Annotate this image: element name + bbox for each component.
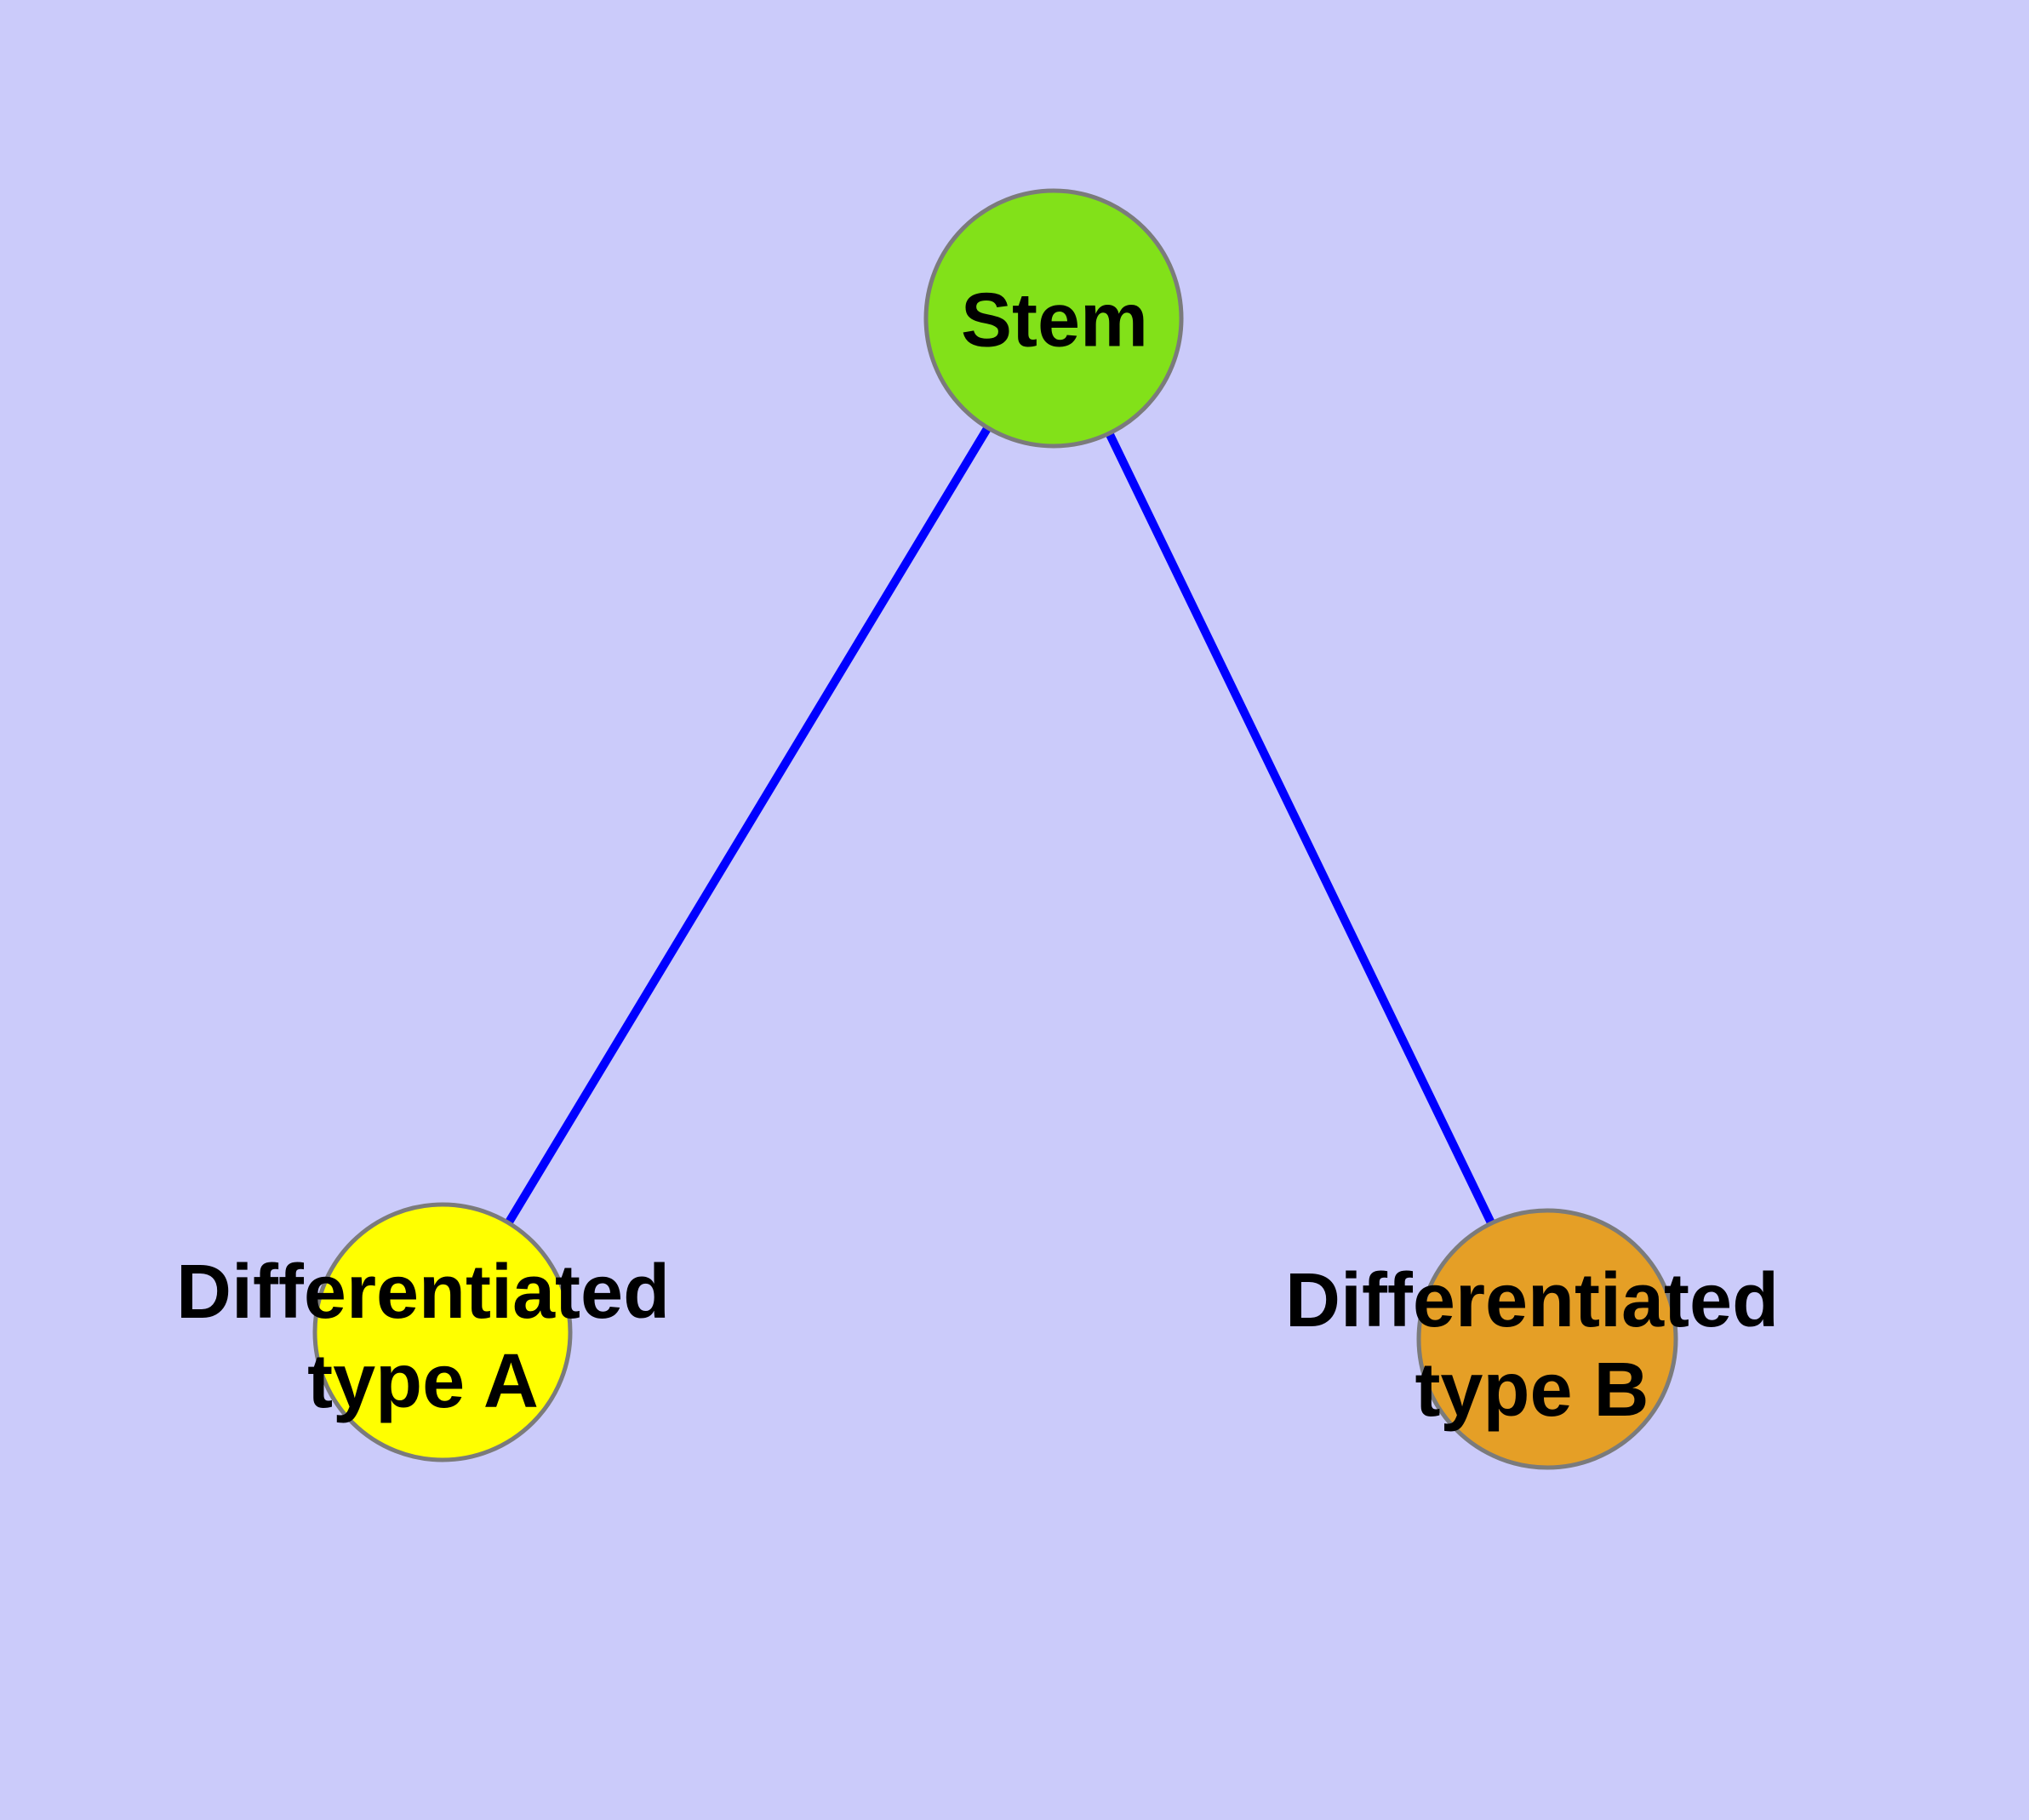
node-differentiated-type-a-label-line2: type A bbox=[307, 1339, 539, 1424]
edge-stem-to-type-a bbox=[438, 316, 1058, 1335]
edge-stem-to-type-b bbox=[1049, 316, 1552, 1342]
node-stem-label: Stem bbox=[961, 277, 1148, 366]
node-differentiated-type-a-label-line1: Differentiated bbox=[175, 1250, 671, 1335]
node-stem-circle bbox=[923, 188, 1184, 449]
node-differentiated-type-b-label: Differentiated type B bbox=[1285, 1256, 1779, 1435]
node-differentiated-type-b-label-line2: type B bbox=[1415, 1348, 1649, 1433]
node-differentiated-type-b-label-line1: Differentiated bbox=[1284, 1258, 1780, 1343]
node-stem-label-line1: Stem bbox=[960, 278, 1149, 363]
node-differentiated-type-a-label: Differentiated type A bbox=[176, 1248, 670, 1427]
node-differentiated-type-b-circle bbox=[1416, 1208, 1678, 1470]
node-differentiated-type-a-circle bbox=[312, 1202, 573, 1462]
